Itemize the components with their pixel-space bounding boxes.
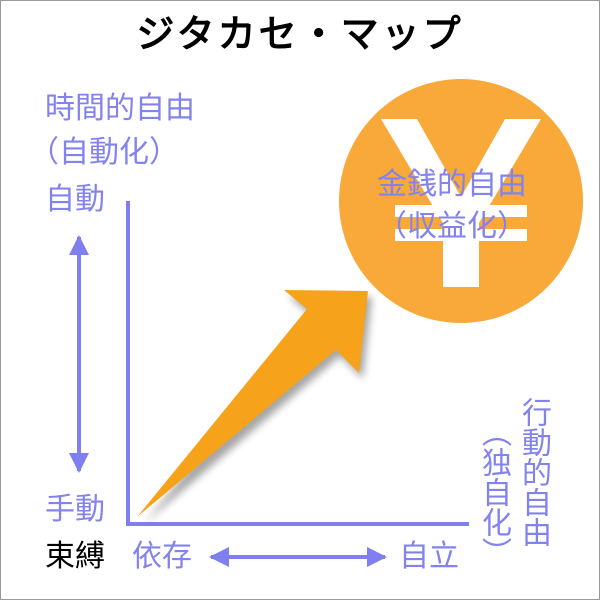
- x-axis-right-end-label: 自立: [399, 539, 459, 574]
- growth-arrow: [137, 290, 372, 523]
- x-axis-left-end-label: 依存: [132, 539, 192, 574]
- y-axis-title-line1: 時間的自由: [45, 91, 195, 126]
- origin-label: 束縛: [45, 539, 105, 574]
- goal-label-line2: （収益化）: [377, 209, 527, 244]
- map-title: ジタカセ・マップ: [136, 12, 464, 56]
- goal-label-line1: 金銭的自由: [377, 167, 527, 202]
- y-axis-bottom-end-label: 手動: [45, 492, 105, 527]
- yen-coin-icon: [339, 79, 583, 323]
- x-axis-title-line2: （独自化）: [476, 417, 511, 567]
- y-axis-top-end-label: 自動: [45, 182, 105, 217]
- y-axis-title-line2: （自動化）: [29, 135, 179, 170]
- yen-symbol-icon: [381, 119, 541, 287]
- x-axis-title-line1: 行動的自由: [516, 397, 551, 547]
